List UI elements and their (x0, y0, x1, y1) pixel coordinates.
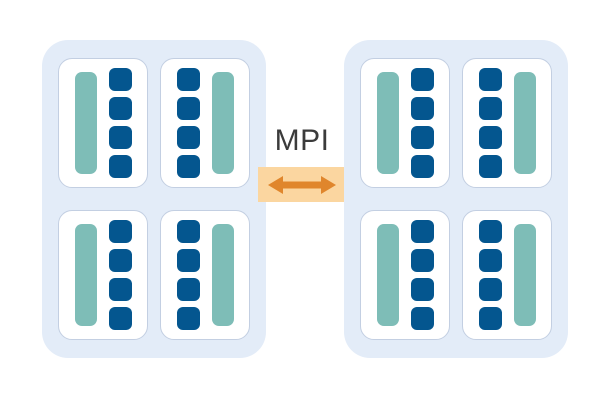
core-unit (176, 68, 200, 91)
core-unit (478, 307, 502, 330)
core-column (410, 68, 434, 178)
memory-bar (74, 72, 97, 174)
core-unit (478, 126, 502, 149)
core-unit (176, 249, 200, 272)
core-column (176, 68, 200, 178)
core-unit (410, 126, 434, 149)
core-unit (176, 155, 200, 178)
memory-bar (376, 224, 399, 326)
memory-bar (211, 72, 234, 174)
double-arrow-icon (268, 175, 336, 194)
mpi-link: MPI (258, 126, 346, 218)
socket-right-bottom-right (462, 210, 552, 340)
core-unit (410, 220, 434, 243)
socket-left-top-left (58, 58, 148, 188)
core-unit (478, 278, 502, 301)
core-unit (410, 307, 434, 330)
core-unit (478, 97, 502, 120)
core-column (108, 68, 132, 178)
core-unit (108, 155, 132, 178)
core-unit (108, 97, 132, 120)
core-unit (478, 249, 502, 272)
core-column (478, 68, 502, 178)
core-column (478, 220, 502, 330)
socket-left-bottom-right (160, 210, 250, 340)
core-unit (108, 126, 132, 149)
socket-right-top-right (462, 58, 552, 188)
core-unit (176, 307, 200, 330)
core-unit (410, 249, 434, 272)
core-column (410, 220, 434, 330)
socket-left-bottom-left (58, 210, 148, 340)
core-unit (108, 278, 132, 301)
core-unit (410, 278, 434, 301)
compute-node-right (344, 40, 568, 358)
core-unit (176, 126, 200, 149)
core-column (176, 220, 200, 330)
mpi-label: MPI (274, 124, 330, 157)
memory-bar (74, 224, 97, 326)
socket-right-top-left (360, 58, 450, 188)
core-unit (108, 249, 132, 272)
core-unit (176, 220, 200, 243)
core-unit (410, 155, 434, 178)
core-unit (478, 68, 502, 91)
socket-left-top-right (160, 58, 250, 188)
core-unit (478, 220, 502, 243)
memory-bar (211, 224, 234, 326)
core-unit (108, 307, 132, 330)
core-unit (410, 68, 434, 91)
core-column (108, 220, 132, 330)
mpi-arrow-box (258, 167, 346, 202)
core-unit (108, 68, 132, 91)
memory-bar (376, 72, 399, 174)
compute-node-left (42, 40, 266, 358)
core-unit (410, 97, 434, 120)
core-unit (108, 220, 132, 243)
core-unit (478, 155, 502, 178)
core-unit (176, 278, 200, 301)
socket-right-bottom-left (360, 210, 450, 340)
memory-bar (513, 72, 536, 174)
memory-bar (513, 224, 536, 326)
core-unit (176, 97, 200, 120)
